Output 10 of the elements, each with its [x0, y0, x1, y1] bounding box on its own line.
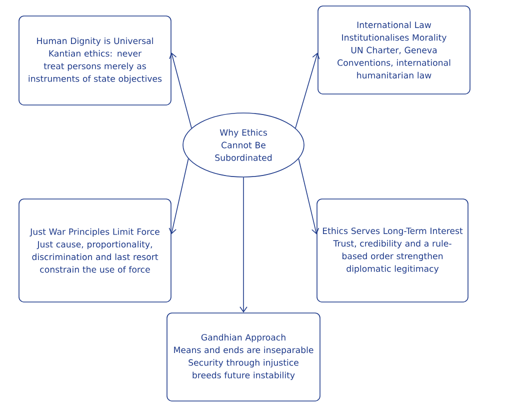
arrow [295, 52, 320, 128]
concept-box: Gandhian Approach Means and ends are inseparable Security through injustice breeds future instability [166, 312, 320, 402]
concept-box: Just War Principles Limit Force Just cause, proportionality, discrimination and last resort constrain the use of force [18, 198, 172, 302]
arrow [298, 158, 320, 234]
arrow [240, 176, 248, 313]
concept-box: International Law Institutionalises Morality UN Charter, Geneva Conventions, international humanitarian law [318, 6, 470, 94]
arrow [168, 158, 189, 234]
concept-box: Human Dignity is Universal Kantian ethics: never treat persons merely as instruments of state objectives [18, 16, 172, 106]
concept-box: Ethics Serves Long-Term Interest Trust, credibility and a rule-based order strengthen diplomatic legitimacy [316, 198, 468, 302]
arrow [169, 52, 192, 128]
